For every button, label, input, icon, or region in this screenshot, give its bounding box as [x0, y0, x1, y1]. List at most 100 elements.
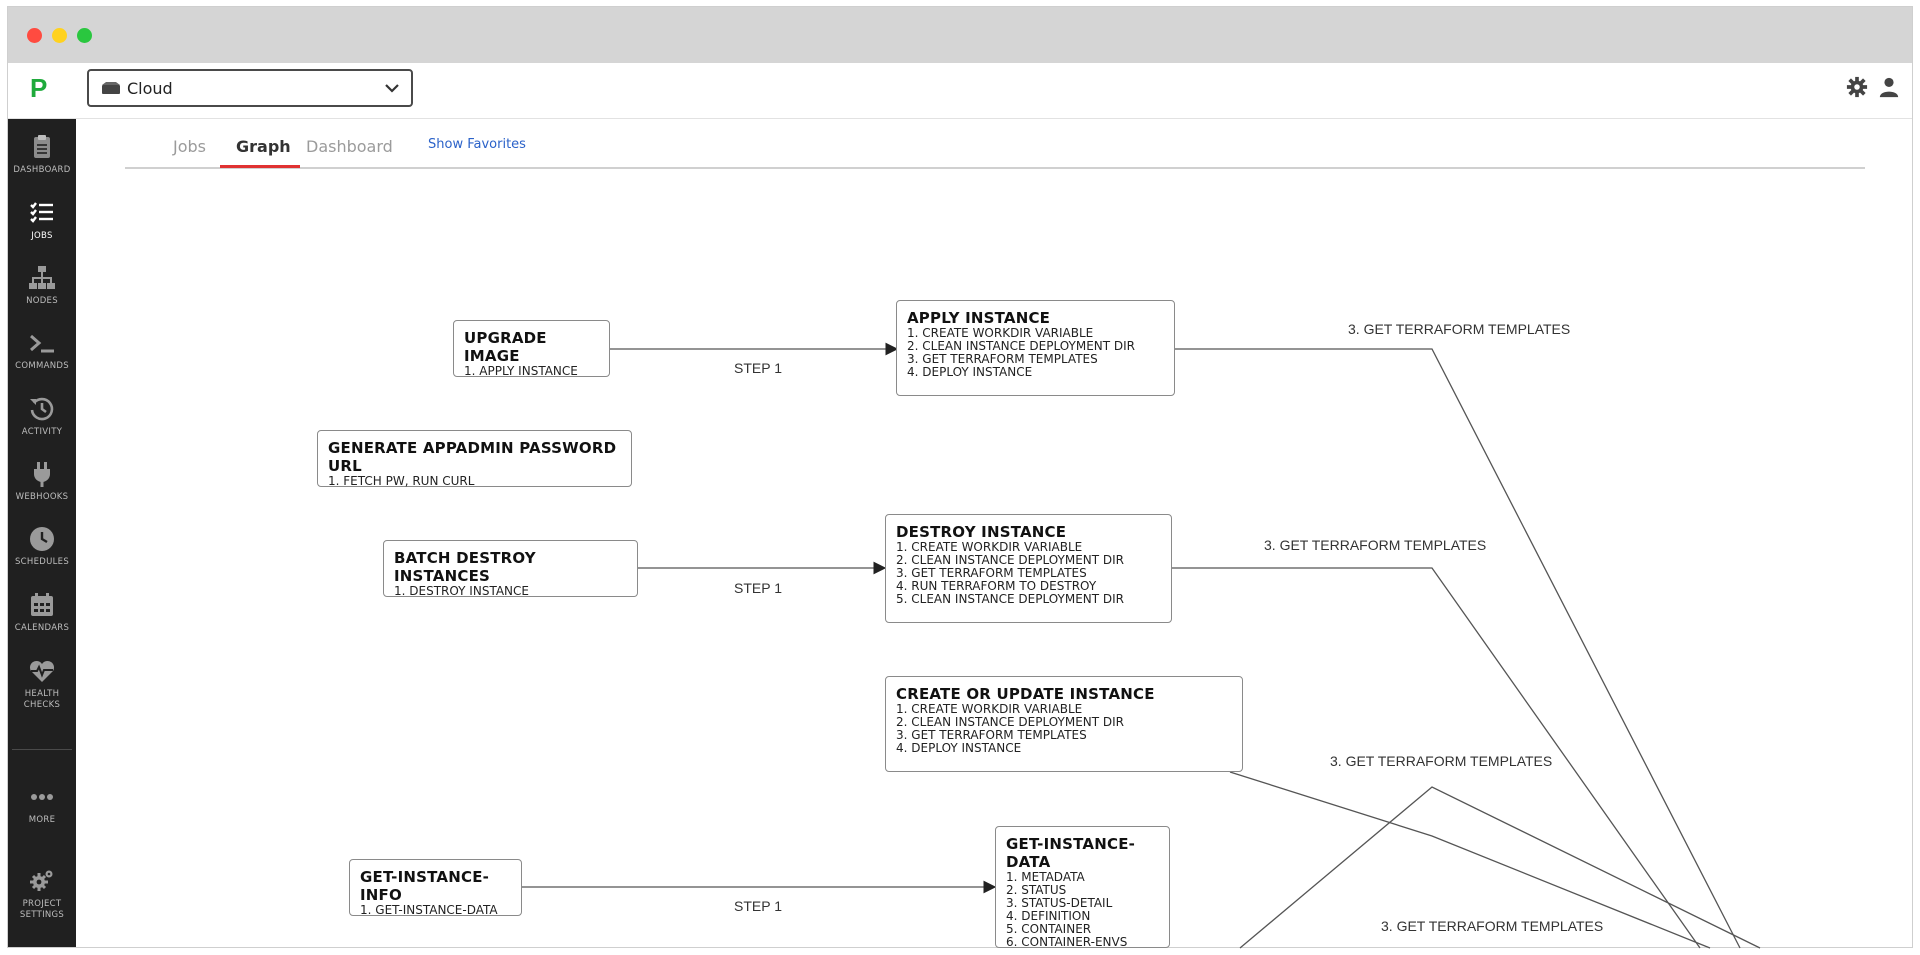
sidebar-item-label: SCHEDULES: [14, 557, 70, 567]
sidebar-item-jobs[interactable]: JOBS: [8, 199, 76, 259]
clipboard-icon: [34, 135, 50, 158]
edge-label-step1: STEP 1: [734, 580, 782, 596]
edge-label-terraform: 3. GET TERRAFORM TEMPLATES: [1330, 753, 1553, 769]
job-step: 1. FETCH PW, RUN CURL: [328, 474, 475, 488]
minimize-window-button[interactable]: [52, 28, 67, 43]
sidebar-item-label: MORE: [28, 815, 56, 825]
edge-label-step1: STEP 1: [734, 898, 782, 914]
job-step: 4. DEPLOY INSTANCE: [896, 741, 1022, 755]
user-icon[interactable]: [1878, 76, 1900, 98]
job-title: DESTROY INSTANCE: [896, 523, 1067, 541]
sidebar-item-label: DASHBOARD: [13, 165, 71, 175]
sidebar-item-activity[interactable]: ACTIVITY: [8, 395, 76, 455]
job-title: GENERATE APPADMIN PASSWORD URL: [328, 439, 617, 475]
sidebar-item-dashboard[interactable]: DASHBOARD: [8, 133, 76, 193]
job-step: 1. APPLY INSTANCE: [464, 364, 578, 378]
job-step: 3. STATUS-DETAIL: [1006, 896, 1113, 910]
job-node-destroy-instance[interactable]: DESTROY INSTANCE 1. CREATE WORKDIR VARIA…: [885, 514, 1172, 623]
view-tabs: Jobs Graph Dashboard Show Favorites: [125, 125, 1865, 169]
sidebar-item-more[interactable]: MORE: [8, 783, 76, 843]
job-title: UPGRADE IMAGE: [464, 329, 547, 365]
heart-pulse-icon: [29, 660, 55, 682]
sidebar-item-schedules[interactable]: SCHEDULES: [8, 525, 76, 585]
gears-icon: [30, 870, 53, 891]
job-title: GET-INSTANCE-INFO: [360, 868, 490, 904]
plug-icon: [34, 462, 50, 487]
job-node-apply-instance[interactable]: APPLY INSTANCE 1. CREATE WORKDIR VARIABL…: [896, 300, 1175, 396]
job-step: 3. GET TERRAFORM TEMPLATES: [896, 728, 1087, 742]
job-node-create-update-instance[interactable]: CREATE OR UPDATE INSTANCE 1. CREATE WORK…: [885, 676, 1243, 772]
job-step: 1. GET-INSTANCE-DATA: [360, 903, 498, 917]
chevron-down-icon: [385, 84, 399, 93]
app-window: P Cloud DASHBOARD JOBS NODES COMMANDS: [7, 6, 1913, 948]
job-step: 2. CLEAN INSTANCE DEPLOYMENT DIR: [907, 339, 1136, 353]
sidebar-item-label: ACTIVITY: [21, 427, 63, 437]
project-selector[interactable]: Cloud: [87, 69, 413, 107]
sidebar-item-calendars[interactable]: CALENDARS: [8, 591, 76, 651]
sidebar-item-label: COMMANDS: [15, 361, 69, 371]
sidebar-item-nodes[interactable]: NODES: [8, 264, 76, 324]
job-step: 1. DESTROY INSTANCE: [394, 584, 529, 598]
job-node-batch-destroy[interactable]: BATCH DESTROY INSTANCES 1. DESTROY INSTA…: [383, 540, 638, 598]
box-icon: [102, 82, 120, 94]
top-right-icons: [1846, 76, 1900, 98]
job-step: 2. CLEAN INSTANCE DEPLOYMENT DIR: [896, 553, 1125, 567]
job-title: CREATE OR UPDATE INSTANCE: [896, 685, 1155, 703]
clock-icon: [30, 527, 54, 551]
job-node-upgrade-image[interactable]: UPGRADE IMAGE 1. APPLY INSTANCE: [453, 320, 610, 378]
sidebar-item-label: WEBHOOKS: [15, 492, 69, 502]
window-titlebar: [8, 7, 1912, 63]
job-step: 1. CREATE WORKDIR VARIABLE: [896, 540, 1083, 554]
edge-label-terraform: 3. GET TERRAFORM TEMPLATES: [1264, 537, 1487, 553]
sidebar: DASHBOARD JOBS NODES COMMANDS ACTIVITY W…: [8, 119, 76, 947]
job-step: 1. METADATA: [1006, 870, 1085, 884]
top-bar: P Cloud: [8, 63, 1912, 119]
calendar-icon: [31, 593, 53, 616]
terminal-icon: [30, 334, 54, 353]
job-step: 5. CLEAN INSTANCE DEPLOYMENT DIR: [896, 592, 1125, 606]
job-step: 5. CONTAINER: [1006, 922, 1092, 936]
job-step: 2. STATUS: [1006, 883, 1067, 897]
sidebar-divider: [12, 749, 72, 750]
tab-dashboard[interactable]: Dashboard: [306, 137, 393, 156]
tab-graph[interactable]: Graph: [236, 137, 291, 156]
sidebar-item-label: CALENDARS: [14, 623, 70, 633]
edge-label-terraform: 3. GET TERRAFORM TEMPLATES: [1348, 321, 1571, 337]
job-title: GET-INSTANCE-DATA: [1006, 835, 1136, 871]
maximize-window-button[interactable]: [77, 28, 92, 43]
show-favorites-link[interactable]: Show Favorites: [428, 137, 526, 152]
job-node-get-instance-data[interactable]: GET-INSTANCE-DATA 1. METADATA 2. STATUS …: [995, 826, 1170, 949]
sidebar-item-label: NODES: [26, 296, 58, 306]
sidebar-item-health-checks[interactable]: HEALTH CHECKS: [8, 657, 76, 717]
job-step: 1. CREATE WORKDIR VARIABLE: [896, 702, 1083, 716]
job-step: 6. CONTAINER-ENVS: [1006, 935, 1128, 949]
sidebar-item-label: PROJECT SETTINGS: [19, 899, 65, 920]
job-step: 4. RUN TERRAFORM TO DESTROY: [896, 579, 1097, 593]
tab-jobs[interactable]: Jobs: [173, 137, 206, 156]
history-icon: [30, 397, 54, 421]
job-step: 4. DEFINITION: [1006, 909, 1091, 923]
ellipsis-icon: [31, 794, 53, 800]
sitemap-icon: [29, 266, 55, 289]
job-title: APPLY INSTANCE: [907, 309, 1051, 327]
app-logo[interactable]: P: [30, 73, 48, 103]
job-step: 3. GET TERRAFORM TEMPLATES: [907, 352, 1098, 366]
edge-label-terraform: 3. GET TERRAFORM TEMPLATES: [1381, 918, 1604, 934]
sidebar-item-commands[interactable]: COMMANDS: [8, 329, 76, 389]
job-node-get-instance-info[interactable]: GET-INSTANCE-INFO 1. GET-INSTANCE-DATA: [349, 859, 522, 917]
job-step: 2. CLEAN INSTANCE DEPLOYMENT DIR: [896, 715, 1125, 729]
job-step: 1. CREATE WORKDIR VARIABLE: [907, 326, 1094, 340]
job-node-generate-password[interactable]: GENERATE APPADMIN PASSWORD URL 1. FETCH …: [317, 430, 632, 488]
sidebar-item-label: JOBS: [31, 231, 53, 241]
job-step: 4. DEPLOY INSTANCE: [907, 365, 1033, 379]
job-step: 3. GET TERRAFORM TEMPLATES: [896, 566, 1087, 580]
edge-label-step1: STEP 1: [734, 360, 782, 376]
project-name: Cloud: [127, 78, 173, 98]
gear-icon[interactable]: [1846, 76, 1868, 98]
active-tab-indicator: [220, 165, 300, 168]
sidebar-item-project-settings[interactable]: PROJECT SETTINGS: [8, 867, 76, 927]
sidebar-item-label: HEALTH CHECKS: [23, 689, 61, 710]
job-title: BATCH DESTROY INSTANCES: [394, 549, 536, 585]
close-window-button[interactable]: [27, 28, 42, 43]
sidebar-item-webhooks[interactable]: WEBHOOKS: [8, 460, 76, 520]
